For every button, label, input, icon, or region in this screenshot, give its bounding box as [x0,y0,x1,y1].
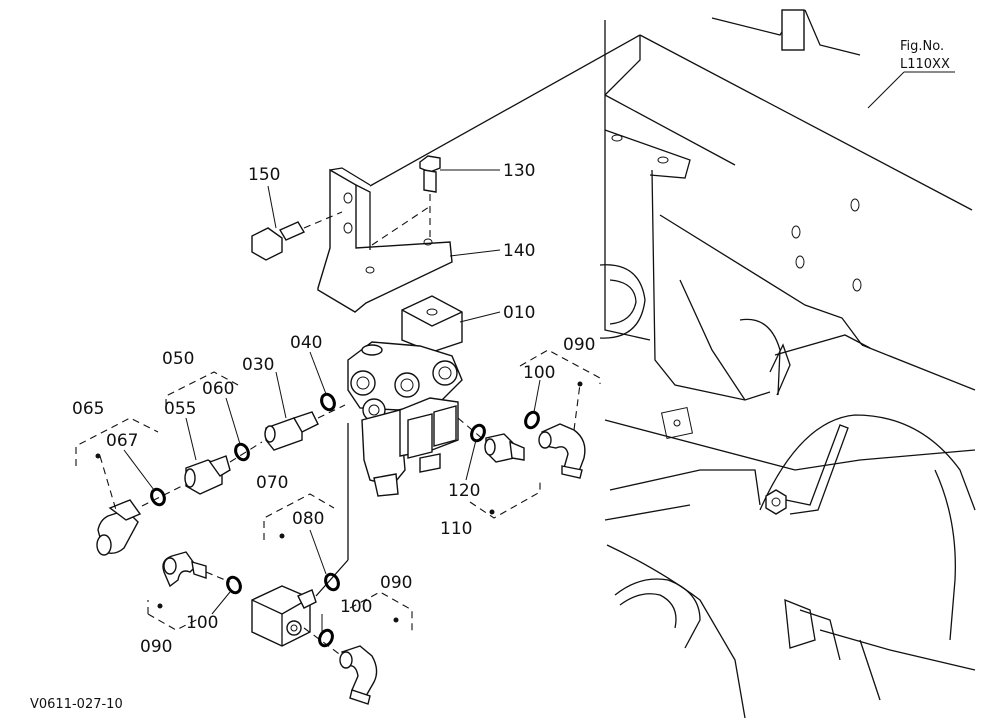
o-ring-100-right [524,410,540,430]
o-ring-040 [320,392,336,412]
label-010: 010 [503,303,535,323]
label-090-right: 090 [563,335,595,355]
bolt-130 [419,155,441,240]
connector-030 [264,404,346,451]
figure-info: Fig.No. L110XX V0611-027-10 [30,39,950,712]
elbow-090-right [538,383,586,479]
label-067: 067 [106,431,138,451]
group-050 [165,371,241,406]
label-055: 055 [164,399,196,419]
label-060: 060 [202,379,234,399]
label-130: 130 [503,161,535,181]
image-code: V0611-027-10 [30,697,123,712]
group-065 [75,417,159,466]
o-ring-080 [324,572,340,592]
o-ring-100-lower-left [226,575,242,595]
elbow-090-lower-right [303,627,378,705]
label-110: 110 [440,519,472,539]
tractor-frame [369,9,976,719]
label-120: 120 [448,481,480,501]
o-ring-067 [150,487,166,507]
group-090-right [519,349,601,384]
group-090-lower-right [349,591,413,632]
o-ring-060 [234,442,250,462]
group-070 [263,493,335,540]
dash-065 [99,455,117,511]
leader-lines [123,71,955,632]
o-ring-120 [470,423,486,443]
label-100-lower-left: 100 [186,613,218,633]
label-080: 080 [292,509,324,529]
o-rings [150,392,540,648]
valve-010 [347,295,463,560]
label-090-lower-right: 090 [380,573,412,593]
group-090-lower-left [147,600,201,631]
bolt-150 [251,211,343,261]
part-labels: 150 130 140 010 090 100 040 050 030 060 … [72,161,595,657]
elbow-090-lower-left [162,551,231,588]
block-070 [251,559,349,647]
group-110 [469,482,541,519]
label-100-lower-right: 100 [340,597,372,617]
bracket-140 [317,167,453,313]
fig-number: L110XX [900,57,950,72]
label-030: 030 [242,355,274,375]
label-100-right: 100 [523,363,555,383]
label-070: 070 [256,473,288,493]
label-065: 065 [72,399,104,419]
label-050: 050 [162,349,194,369]
label-090-lower-left: 090 [140,637,172,657]
label-140: 140 [503,241,535,261]
fitting-055 [184,441,263,495]
group-brackets [75,349,601,632]
fig-label: Fig.No. [900,39,944,54]
label-150: 150 [248,165,280,185]
fitting-110 [457,417,525,463]
elbow-065 [96,485,183,556]
o-ring-100-lower-right [318,628,334,648]
label-040: 040 [290,333,322,353]
